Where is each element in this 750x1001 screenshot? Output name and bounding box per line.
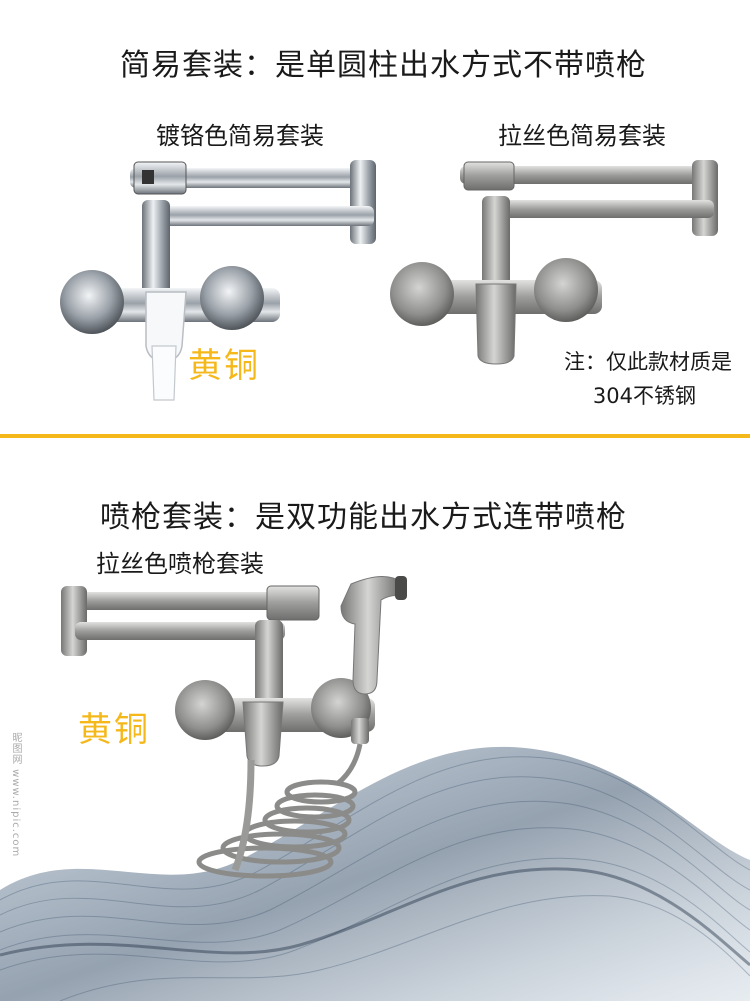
chrome-material-label: 黄铜 — [188, 346, 260, 386]
chrome-faucet-image — [60, 160, 376, 401]
brushed-set-label: 拉丝色简易套装 — [498, 122, 666, 150]
chrome-set-label: 镀铬色简易套装 — [156, 122, 324, 150]
section1-title: 简易套装：是单圆柱出水方式不带喷枪 — [120, 48, 647, 83]
material-note-line2: 304不锈钢 — [592, 384, 696, 408]
spray-set-label: 拉丝色喷枪套装 — [96, 550, 264, 578]
brushed-faucet-image — [390, 160, 718, 365]
spray-material-label: 黄铜 — [78, 710, 150, 750]
material-note-line1: 注：仅此款材质是 — [564, 350, 732, 374]
watermark: 昵图网 www.nipic.com — [10, 732, 21, 858]
spray-faucet-image — [61, 576, 407, 879]
material-note: 注：仅此款材质是 304不锈钢 — [520, 345, 732, 413]
wave-background — [0, 746, 750, 1001]
section-divider — [0, 434, 750, 438]
section2-title: 喷枪套装：是双功能出水方式连带喷枪 — [100, 500, 627, 535]
